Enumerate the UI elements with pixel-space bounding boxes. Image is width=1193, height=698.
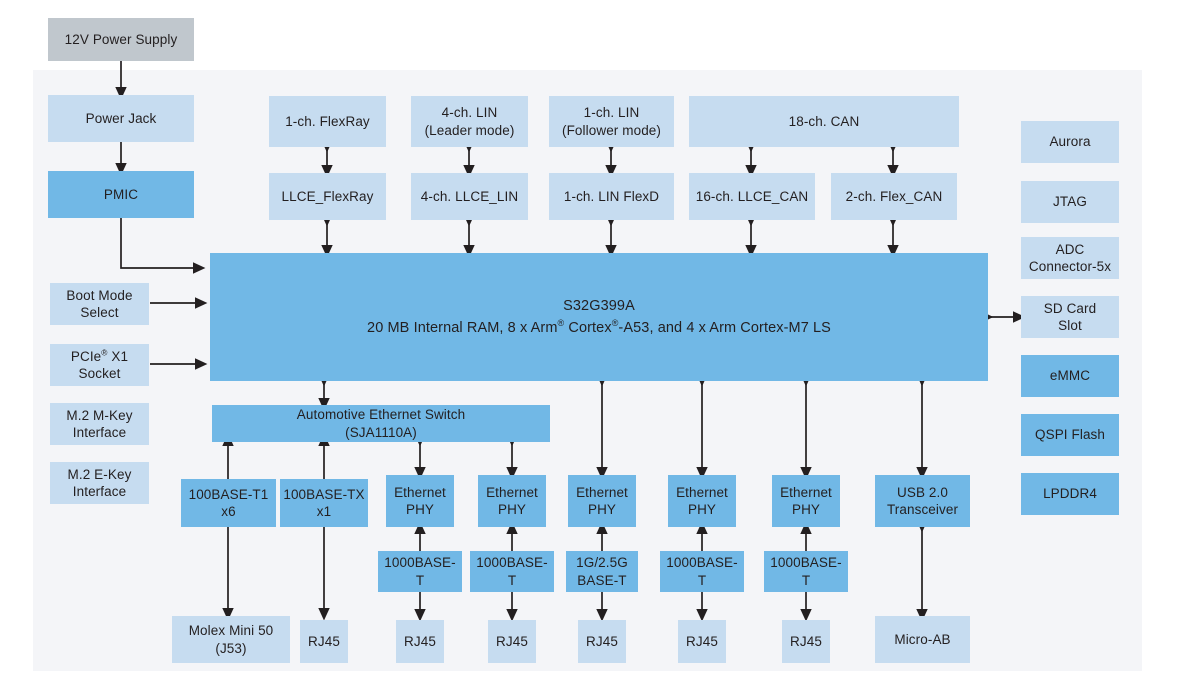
block-rj45-2[interactable]: RJ45 [396,620,444,663]
block-pmic[interactable]: PMIC [48,171,194,218]
block-sd-card-slot[interactable]: SD Card Slot [1021,296,1119,338]
block-molex-mini-50[interactable]: Molex Mini 50 (J53) [172,616,290,663]
block-1ch-lin-follower[interactable]: 1-ch. LIN (Follower mode) [549,96,674,147]
block-ethernet-phy-4[interactable]: Ethernet PHY [668,475,736,527]
block-16ch-llce-can[interactable]: 16-ch. LLCE_CAN [689,173,815,220]
block-ethernet-phy-5[interactable]: Ethernet PHY [772,475,840,527]
block-power-jack[interactable]: Power Jack [48,95,194,142]
block-rj45-3[interactable]: RJ45 [488,620,536,663]
block-ethernet-phy-2[interactable]: Ethernet PHY [478,475,546,527]
block-1000base-t-4[interactable]: 1000BASE-T [764,551,848,592]
block-1000base-t-1[interactable]: 1000BASE-T [378,551,462,592]
block-18ch-can[interactable]: 18-ch. CAN [689,96,959,147]
switch-part-number: (SJA1110A) [345,424,417,440]
block-rj45-4[interactable]: RJ45 [578,620,626,663]
block-llce-flexray[interactable]: LLCE_FlexRay [269,173,386,220]
block-2ch-flex-can[interactable]: 2-ch. Flex_CAN [831,173,957,220]
block-s32g399a-soc[interactable]: S32G399A 20 MB Internal RAM, 8 x Arm® Co… [210,253,988,381]
block-usb-2-0-transceiver[interactable]: USB 2.0 Transceiver [875,475,970,527]
block-1000base-t-2[interactable]: 1000BASE-T [470,551,554,592]
block-m2-m-key-interface[interactable]: M.2 M-Key Interface [50,403,149,445]
block-rj45-5[interactable]: RJ45 [678,620,726,663]
block-100base-tx-x1[interactable]: 100BASE-TX x1 [280,479,368,527]
soc-description: 20 MB Internal RAM, 8 x Arm® Cortex®-A53… [367,318,831,336]
block-m2-e-key-interface[interactable]: M.2 E-Key Interface [50,462,149,504]
block-100base-t1-x6[interactable]: 100BASE-T1 x6 [181,479,276,527]
block-lpddr4[interactable]: LPDDR4 [1021,473,1119,515]
block-ethernet-phy-3[interactable]: Ethernet PHY [568,475,636,527]
block-adc-connector-5x[interactable]: ADC Connector-5x [1021,237,1119,279]
block-12v-power-supply[interactable]: 12V Power Supply [48,18,194,61]
block-rj45-6[interactable]: RJ45 [782,620,830,663]
block-aurora[interactable]: Aurora [1021,121,1119,163]
block-1000base-t-3[interactable]: 1000BASE-T [660,551,744,592]
block-automotive-ethernet-switch[interactable]: Automotive Ethernet Switch (SJA1110A) [212,405,550,442]
block-4ch-llce-lin[interactable]: 4-ch. LLCE_LIN [411,173,528,220]
block-emmc[interactable]: eMMC [1021,355,1119,397]
soc-part-number: S32G399A [563,297,635,314]
block-qspi-flash[interactable]: QSPI Flash [1021,414,1119,456]
block-1ch-flexray[interactable]: 1-ch. FlexRay [269,96,386,147]
block-ethernet-phy-1[interactable]: Ethernet PHY [386,475,454,527]
block-boot-mode-select[interactable]: Boot Mode Select [50,283,149,325]
block-micro-ab[interactable]: Micro-AB [875,616,970,663]
block-jtag[interactable]: JTAG [1021,181,1119,223]
switch-name: Automotive Ethernet Switch [296,406,466,422]
block-4ch-lin-leader[interactable]: 4-ch. LIN (Leader mode) [411,96,528,147]
block-1ch-lin-flexd[interactable]: 1-ch. LIN FlexD [549,173,674,220]
block-1g-2-5g-base-t[interactable]: 1G/2.5G BASE-T [566,551,638,592]
block-rj45-1[interactable]: RJ45 [300,620,348,663]
registered-icon: ® [101,347,108,358]
